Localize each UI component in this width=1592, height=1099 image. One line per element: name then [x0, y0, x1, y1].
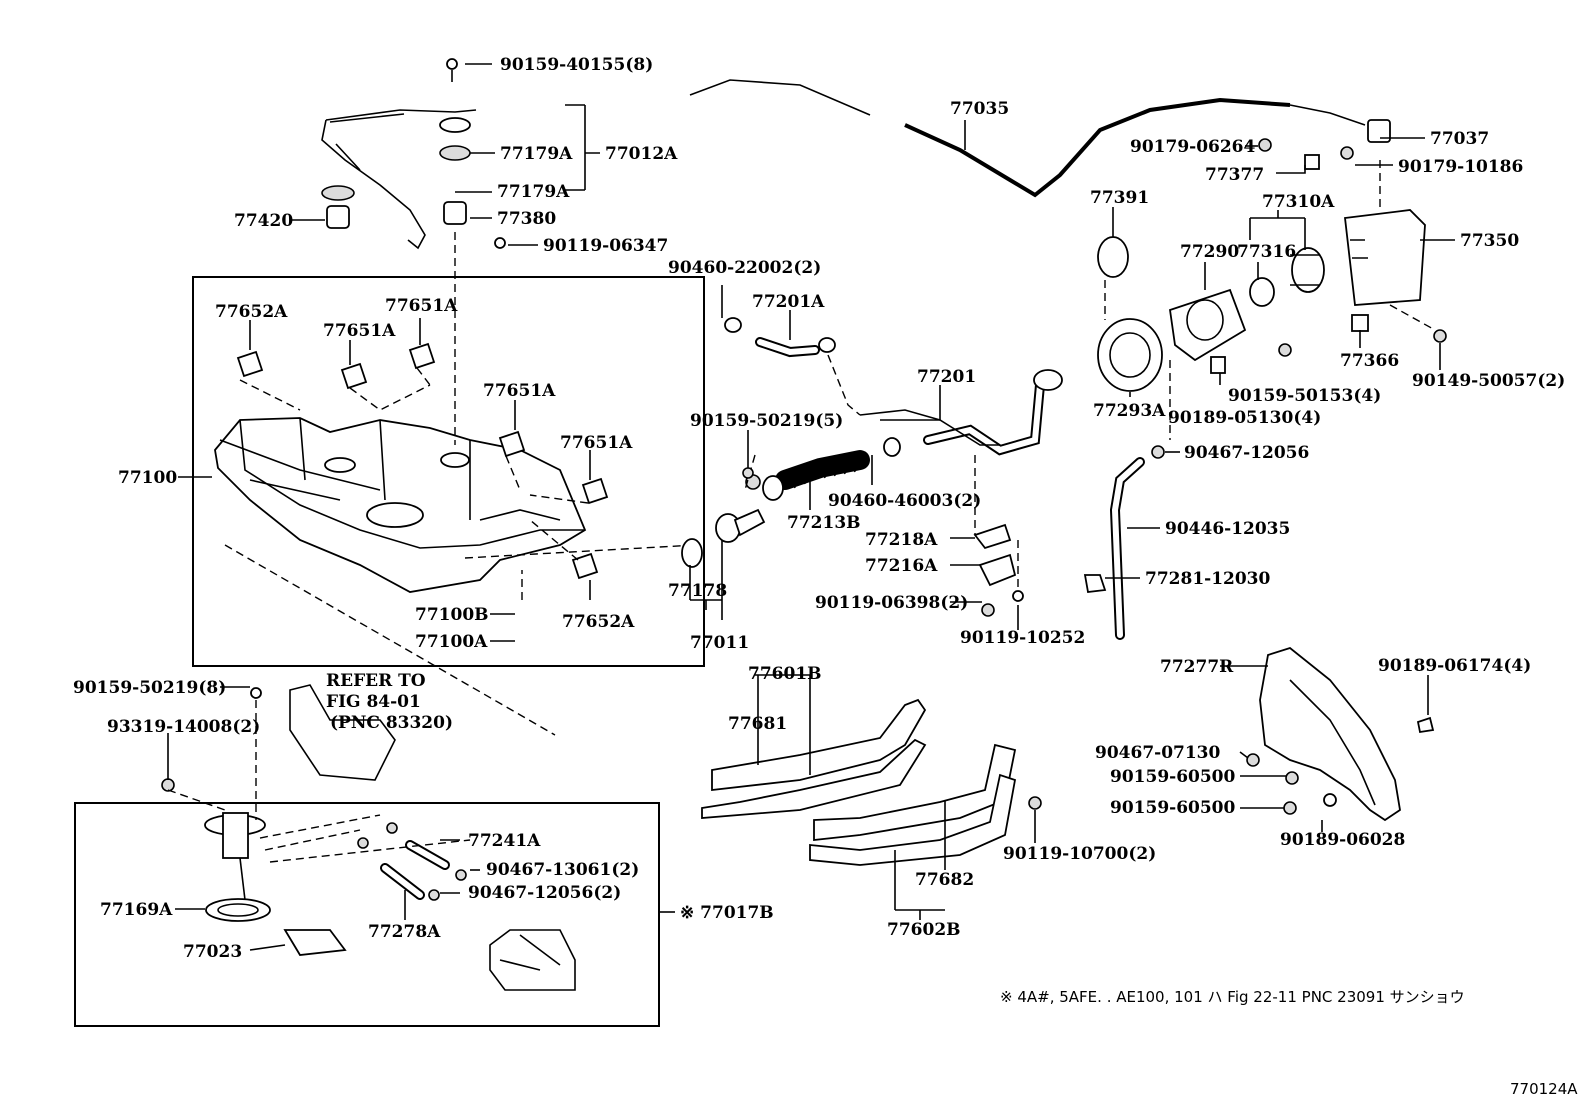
- callout-label: 90460-22002(2): [668, 258, 821, 278]
- callout-label: 77310A: [1262, 192, 1335, 212]
- callout-label: 77366: [1340, 351, 1399, 371]
- callout-label: 90179-10186: [1398, 157, 1523, 177]
- callout-label: 77290: [1180, 242, 1239, 262]
- callout-label: 77602B: [887, 920, 961, 940]
- footnote: ※ 4A#, 5AFE. . AE100, 101 ハ Fig 22-11 PN…: [1000, 988, 1465, 1006]
- nut-icon: [1258, 138, 1272, 152]
- callout-label: 77100A: [415, 632, 488, 652]
- callout-label: 90119-06347: [543, 236, 668, 256]
- callout-label: 77377: [1205, 165, 1264, 185]
- pump-assembly-frame: [74, 802, 660, 1027]
- callout-label: 77651A: [385, 296, 458, 316]
- callout-label: 77023: [183, 942, 242, 962]
- callout-label: REFER TO: [326, 671, 426, 691]
- callout-label: 77420: [234, 211, 293, 231]
- fuel-pump-assembly: [161, 684, 576, 991]
- callout-label: 77011: [690, 633, 749, 653]
- callout-label: 77201: [917, 367, 976, 387]
- brackets: [973, 523, 1024, 617]
- callout-label: 90119-10252: [960, 628, 1085, 648]
- callout-label: 77035: [950, 99, 1009, 119]
- callout-label: 77179A: [500, 144, 573, 164]
- filler-pipe: [724, 317, 1063, 501]
- callout-label: 90446-12035: [1165, 519, 1290, 539]
- callout-label: 90159-50219(5): [690, 411, 843, 431]
- fuel-lid-parts: [1097, 209, 1447, 459]
- callout-label: 77651A: [323, 321, 396, 341]
- callout-label: (PNC 83320): [330, 713, 453, 733]
- callout-label: 90467-12056: [1184, 443, 1309, 463]
- callout-label: 77277R: [1160, 657, 1234, 677]
- callout-label: 90149-50057(2): [1412, 371, 1565, 391]
- callout-label: 77012A: [605, 144, 678, 164]
- cable-bracket-icon: [1367, 119, 1391, 143]
- callout-label: 77278A: [368, 922, 441, 942]
- callout-label: 77601B: [748, 664, 822, 684]
- leader-lines: [167, 63, 1455, 951]
- cable-end: [1289, 104, 1366, 126]
- callout-labels: 90159-40155(8) 77179A 77012A 77179A 7738…: [73, 55, 1578, 1098]
- callout-label: 77100B: [415, 605, 489, 625]
- clamp-icon: [1083, 574, 1107, 593]
- callout-label: 90119-06398(2): [815, 593, 968, 613]
- callout-label: 77682: [915, 870, 974, 890]
- callout-label: 90159-40155(8): [500, 55, 653, 75]
- cable-segment-right: [904, 97, 1291, 198]
- callout-label: 77201A: [752, 292, 825, 312]
- callout-label: 77178: [668, 581, 727, 601]
- callout-label: 90460-46003(2): [828, 491, 981, 511]
- callout-label: 90189-06028: [1280, 830, 1405, 850]
- callout-label: 90189-06174(4): [1378, 656, 1531, 676]
- clip-icon: [1304, 154, 1320, 170]
- callout-label: 90467-12056(2): [468, 883, 621, 903]
- callout-label: 93319-14008(2): [107, 717, 260, 737]
- callout-label: 90159-60500: [1110, 767, 1236, 787]
- callout-label: 77316: [1237, 242, 1296, 262]
- tank-pads: [236, 342, 609, 580]
- callout-label: 77281-12030: [1145, 569, 1271, 589]
- callout-label: 77350: [1460, 231, 1519, 251]
- callout-label: 90467-07130: [1095, 743, 1221, 763]
- callout-label: 77651A: [560, 433, 633, 453]
- nut-icon: [1340, 146, 1354, 160]
- callout-label: 77037: [1430, 129, 1489, 149]
- callout-label: 90467-13061(2): [486, 860, 639, 880]
- callout-label: ※ 77017B: [680, 903, 774, 923]
- callout-label: 90159-50153(4): [1228, 386, 1381, 406]
- fuel-tank-frame: [192, 276, 705, 667]
- top-mount-parts: [321, 58, 506, 250]
- callout-label: 77293A: [1093, 401, 1166, 421]
- callout-label: 77100: [118, 468, 177, 488]
- callout-label: 77169A: [100, 900, 173, 920]
- fuel-tank-drawing: [214, 417, 587, 593]
- cable-segment-left: [689, 79, 871, 116]
- callout-label: FIG 84-01: [326, 692, 421, 712]
- callout-label: 77380: [497, 209, 556, 229]
- figure-code: 770124A: [1510, 1080, 1578, 1098]
- callout-label: 77391: [1090, 188, 1149, 208]
- callout-label: 77218A: [865, 530, 938, 550]
- callout-label: 90189-05130(4): [1168, 408, 1321, 428]
- callout-label: 77681: [728, 714, 787, 734]
- callout-label: 90159-60500: [1110, 798, 1236, 818]
- callout-label: 90159-50219(8): [73, 678, 226, 698]
- callout-label: 77652A: [215, 302, 288, 322]
- callout-label: 90119-10700(2): [1003, 844, 1156, 864]
- inlet-parts: [681, 467, 766, 568]
- callout-label: 77651A: [483, 381, 556, 401]
- callout-label: 77241A: [468, 831, 541, 851]
- splash-shield: [1246, 646, 1435, 822]
- callout-label: 77179A: [497, 182, 570, 202]
- callout-label: 90179-06264: [1130, 137, 1256, 157]
- callout-label: 77652A: [562, 612, 635, 632]
- tank-bands: [701, 698, 1042, 866]
- callout-label: 77213B: [787, 513, 861, 533]
- callout-label: 77216A: [865, 556, 938, 576]
